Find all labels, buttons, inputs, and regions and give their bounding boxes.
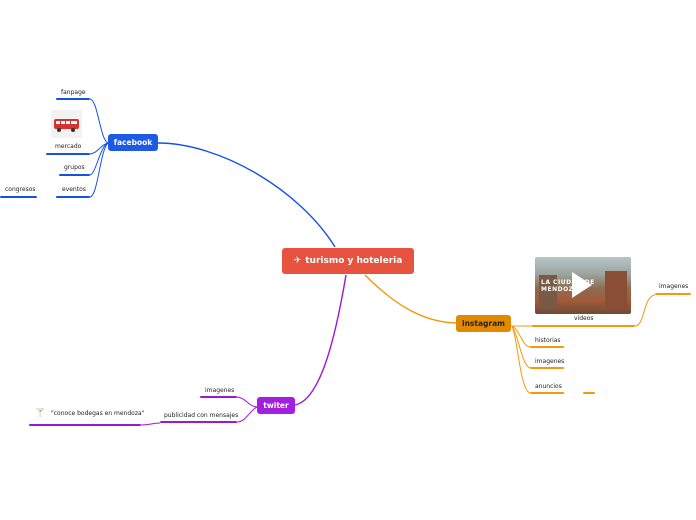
videos-label: videos xyxy=(574,315,594,322)
instagram-node[interactable]: instagram xyxy=(456,315,511,332)
twiter-imagenes-line xyxy=(200,396,237,398)
twiter-node[interactable]: twiter xyxy=(257,397,295,414)
instagram-label: instagram xyxy=(462,319,505,328)
cocktail-glass-icon: 🍸 xyxy=(35,408,45,417)
airplane-icon: ✈ xyxy=(293,256,302,266)
historias-label: historias xyxy=(535,337,561,344)
quote-line xyxy=(29,424,141,426)
imagenes-sub-label: imagenes xyxy=(659,283,689,290)
imagenes-label: imagenes xyxy=(535,358,565,365)
quote-label: "conoce bodegas en mendoza" xyxy=(51,410,145,417)
mercado-line xyxy=(46,153,90,155)
video-building-right xyxy=(605,271,627,309)
play-icon[interactable] xyxy=(572,272,592,298)
grupos-line xyxy=(59,174,90,176)
central-topic[interactable]: ✈ turismo y hoteleria xyxy=(282,248,414,274)
facebook-node[interactable]: facebook xyxy=(108,134,158,151)
historias-line xyxy=(530,346,564,348)
publicidad-label: publicidad con mensajes xyxy=(164,412,239,419)
eventos-line xyxy=(56,196,90,198)
video-thumbnail[interactable]: LA CIUDAD DE MENDOZA xyxy=(535,257,631,314)
publicidad-line xyxy=(160,421,237,423)
anuncios-label: anuncios xyxy=(535,383,562,390)
central-topic-label: turismo y hoteleria xyxy=(305,256,403,266)
imagenes-line xyxy=(530,367,564,369)
videos-line xyxy=(532,325,635,327)
video-caption: LA CIUDAD DE MENDOZA xyxy=(541,279,595,293)
fanpage-line xyxy=(56,98,90,100)
video-building-left xyxy=(539,275,557,309)
fanpage-label: fanpage xyxy=(61,89,86,96)
eventos-label: eventos xyxy=(62,186,86,193)
red-bus-icon xyxy=(51,110,82,138)
grupos-label: grupos xyxy=(64,164,85,171)
twiter-label: twiter xyxy=(263,401,289,410)
congresos-line xyxy=(0,196,37,198)
anuncios-extra-line xyxy=(583,392,595,394)
twiter-imagenes-label: imagenes xyxy=(205,387,235,394)
facebook-label: facebook xyxy=(113,138,153,147)
anuncios-line xyxy=(530,392,564,394)
imagenes-sub-line xyxy=(655,293,691,295)
mercado-label: mercado xyxy=(55,143,82,150)
congresos-label: congresos xyxy=(5,186,36,193)
